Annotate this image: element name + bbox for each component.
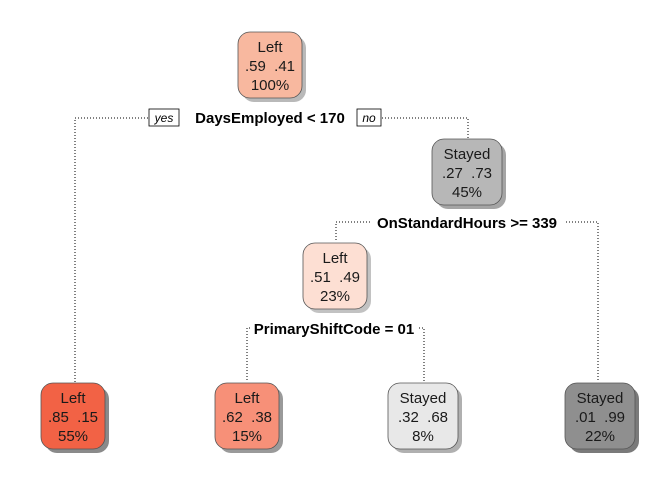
edge-root-left	[74, 117, 148, 384]
node-percent: 15%	[232, 428, 262, 445]
edge-mid-leaf3	[419, 327, 425, 382]
edge-mid-leaf2	[246, 327, 250, 382]
node-probabilities: .62 .38	[222, 409, 272, 426]
node-percent: 45%	[452, 184, 482, 201]
yes-label-box	[148, 108, 180, 127]
node-probabilities: .27 .73	[442, 165, 492, 182]
yes-label: yes	[148, 108, 180, 127]
node-class-label: Stayed	[400, 390, 447, 407]
node-percent: 23%	[320, 288, 350, 305]
leaf-left-55: Left .85 .15 55%	[40, 382, 109, 453]
node-class-label: Left	[60, 390, 86, 407]
leaf-left-15: Left .62 .38 15%	[214, 382, 283, 453]
no-label: no	[356, 108, 382, 127]
node-box	[302, 242, 368, 310]
node-class-label: Left	[257, 39, 283, 56]
node-percent: 55%	[58, 428, 88, 445]
node-class-label: Left	[234, 390, 260, 407]
split-label-primary-shift-code: PrimaryShiftCode = 01	[254, 321, 414, 338]
node-box	[214, 382, 280, 450]
no-label-text: no	[362, 111, 376, 125]
leaf-stayed-22: Stayed .01 .99 22%	[564, 382, 639, 453]
node-probabilities: .01 .99	[575, 409, 625, 426]
node-class-label: Stayed	[577, 390, 624, 407]
node-percent: 100%	[251, 77, 289, 94]
split-label-on-standard-hours: OnStandardHours >= 339	[377, 215, 557, 232]
node-class-label: Left	[322, 250, 348, 267]
node-left-23: Left .51 .49 23%	[302, 242, 371, 313]
edge-right-leaf4	[566, 221, 599, 382]
node-probabilities: .32 .68	[398, 409, 448, 426]
node-probabilities: .85 .15	[48, 409, 98, 426]
node-probabilities: .59 .41	[245, 58, 295, 75]
split-label-days-employed: DaysEmployed < 170	[195, 110, 345, 127]
node-box	[387, 382, 459, 450]
leaf-stayed-8: Stayed .32 .68 8%	[387, 382, 462, 453]
node-percent: 8%	[412, 428, 434, 445]
node-stayed-45: Stayed .27 .73 45%	[431, 138, 506, 209]
node-class-label: Stayed	[444, 146, 491, 163]
edges	[74, 117, 599, 384]
node-box	[564, 382, 636, 450]
no-label-box	[356, 108, 382, 127]
edge-right-mid	[335, 221, 370, 242]
node-box	[40, 382, 106, 450]
yes-label-text: yes	[154, 111, 174, 125]
node-root: Left .59 .41 100%	[237, 31, 306, 102]
node-percent: 22%	[585, 428, 615, 445]
node-box	[431, 138, 503, 206]
node-box	[237, 31, 303, 99]
edge-root-right	[382, 117, 469, 138]
node-probabilities: .51 .49	[310, 269, 360, 286]
